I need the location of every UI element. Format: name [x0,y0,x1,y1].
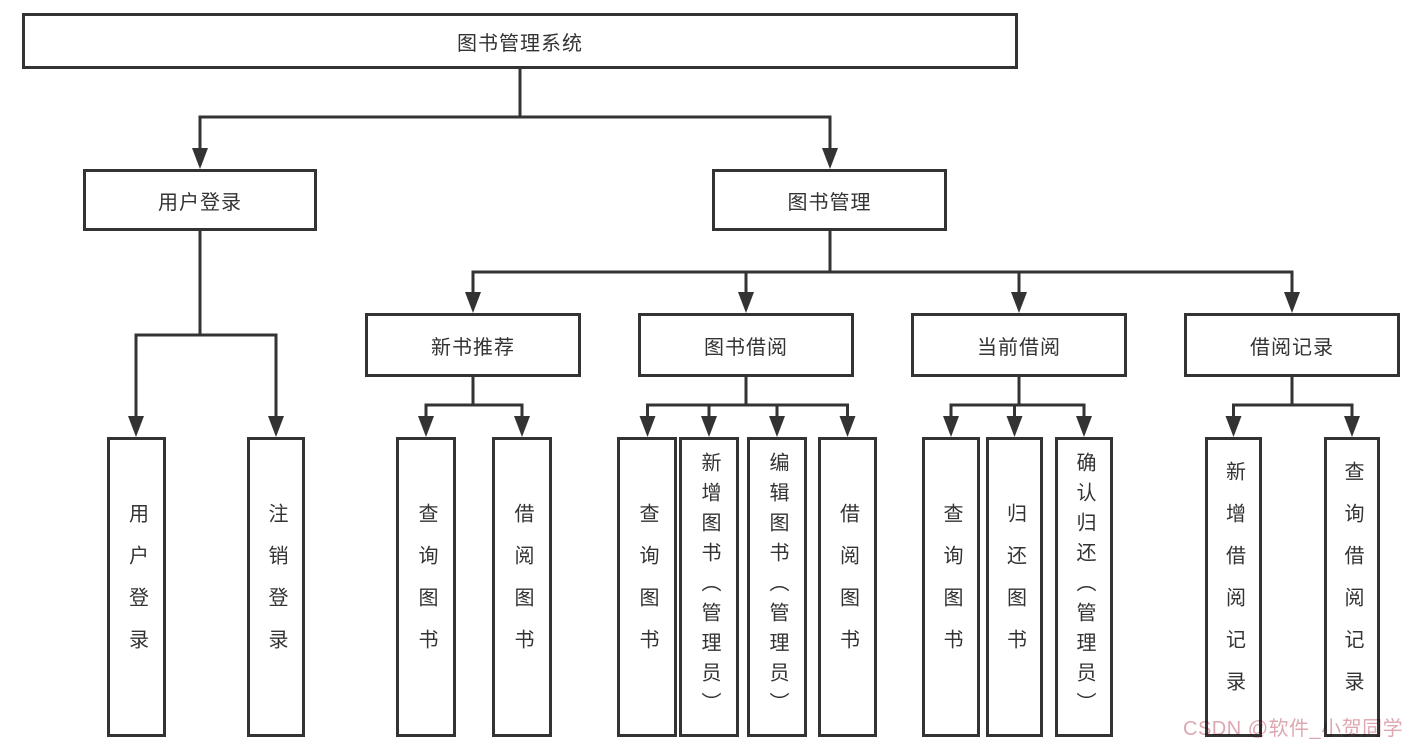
node-label: 借阅记录 [1250,336,1334,359]
leaf-query-borrow-record: 查询借阅记录 [1324,437,1380,737]
node-label: 注销登录 [265,503,287,671]
leaf-edit-books-admin: 编辑图书（管理员） [747,437,807,737]
leaf-borrow-books-1: 借阅图书 [492,437,552,737]
leaf-add-books-admin: 新增图书（管理员） [679,437,739,737]
node-borrow-records: 借阅记录 [1184,313,1400,377]
node-label: 图书借阅 [704,336,788,359]
leaf-user-login: 用户登录 [107,437,166,737]
node-label: 借阅图书 [511,503,533,671]
arrowhead-icons [128,148,1360,437]
leaf-query-books-2: 查询图书 [617,437,677,737]
leaf-query-books-3: 查询图书 [922,437,980,737]
node-label: 查询图书 [940,503,962,671]
csdn-watermark: CSDN @软件_小贺同学 [1183,718,1404,740]
node-label: 新书推荐 [431,336,515,359]
node-label: 新增借阅记录 [1222,461,1245,713]
node-label: 图书管理 [787,191,872,214]
leaf-return-books: 归还图书 [986,437,1043,737]
leaf-borrow-books-2: 借阅图书 [818,437,877,737]
node-label: 归还图书 [1003,503,1026,671]
node-book-management: 图书管理 [712,169,947,231]
node-book-borrow: 图书借阅 [638,313,854,377]
node-label: 查询图书 [415,503,437,671]
node-system-root: 图书管理系统 [22,13,1018,69]
node-label: 查询借阅记录 [1341,461,1363,713]
node-new-book-recommend: 新书推荐 [365,313,581,377]
node-user-login: 用户登录 [83,169,317,231]
leaf-query-books-1: 查询图书 [396,437,456,737]
leaf-add-borrow-record: 新增借阅记录 [1205,437,1262,737]
node-current-borrow: 当前借阅 [911,313,1127,377]
leaf-confirm-return-admin: 确认归还（管理员） [1055,437,1113,737]
node-label: 查询图书 [636,503,658,671]
node-label: 用户登录 [125,503,148,671]
node-label: 确认归还（管理员） [1073,452,1095,722]
node-label: 当前借阅 [977,336,1061,359]
node-label: 编辑图书（管理员） [766,452,788,722]
node-label: 用户登录 [158,191,242,214]
node-label: 图书管理系统 [457,32,583,55]
node-label: 借阅图书 [836,503,859,671]
node-label: 新增图书（管理员） [698,452,720,722]
leaf-logout: 注销登录 [247,437,305,737]
